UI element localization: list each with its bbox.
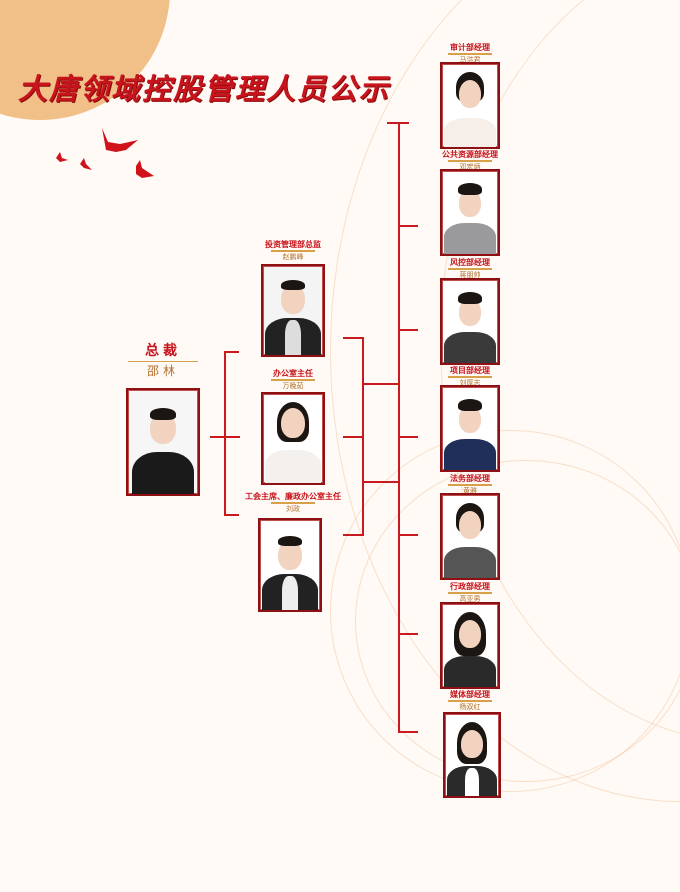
divider: [271, 250, 315, 252]
dept-role: 法务部经理: [450, 473, 490, 483]
middle-card-1: 办公室主任 万晚茹: [243, 368, 343, 391]
dept-role: 媒体部经理: [450, 689, 490, 699]
dept-name: 马洪君: [459, 56, 481, 64]
dept-card-3: 项目部经理 刘厚志: [420, 365, 520, 388]
dept-card-6: 媒体部经理 杨双红: [420, 689, 520, 712]
divider: [448, 376, 492, 378]
dept-photo-6: [443, 712, 501, 798]
flying-doves-icon: [56, 128, 154, 178]
page-title: 大唐领域控股管理人员公示: [18, 72, 391, 106]
divider: [448, 53, 492, 55]
divider: [448, 700, 492, 702]
dept-card-2: 风控部经理 蒋朋帅: [420, 257, 520, 280]
dept-photo-3: [440, 385, 500, 472]
president-role: 总裁: [145, 343, 181, 359]
middle-card-2: 工会主席、廉政办公室主任 刘政: [223, 491, 363, 514]
dept-card-5: 行政部经理 高亚男: [420, 581, 520, 604]
divider: [448, 484, 492, 486]
middle-name: 刘政: [286, 505, 300, 513]
middle-name: 万晚茹: [282, 382, 304, 390]
dept-card-0: 审计部经理 马洪君: [420, 42, 520, 65]
middle-photo-0: [261, 264, 325, 357]
dept-name: 杨双红: [459, 703, 481, 711]
divider: [271, 379, 315, 381]
president-card: 总裁 邵林: [127, 342, 199, 379]
middle-role: 办公室主任: [273, 368, 313, 378]
president-name: 邵林: [146, 364, 179, 378]
middle-card-0: 投资管理部总监 赵鹏峰: [243, 239, 343, 262]
middle-role: 工会主席、廉政办公室主任: [245, 491, 341, 501]
decorative-swirl: [330, 430, 680, 792]
dept-name: 蒋朋帅: [459, 271, 481, 279]
dept-role: 风控部经理: [450, 257, 490, 267]
divider: [448, 268, 492, 270]
dept-photo-1: [440, 169, 500, 256]
dept-photo-5: [440, 602, 500, 689]
middle-photo-2: [258, 518, 322, 612]
president-photo: [126, 388, 200, 496]
dept-name: 刘厚志: [459, 379, 481, 387]
divider: [271, 502, 315, 504]
decorative-swirl: [355, 460, 680, 782]
dept-name: 高亚男: [459, 595, 481, 603]
dept-name: 黄雅: [463, 487, 477, 495]
middle-name: 赵鹏峰: [282, 253, 304, 261]
dept-name: 邓宏炳: [459, 163, 481, 171]
dept-role: 审计部经理: [450, 42, 490, 52]
dept-photo-0: [440, 62, 500, 149]
divider: [128, 361, 198, 362]
dept-photo-2: [440, 278, 500, 365]
dept-card-1: 公共资源部经理 邓宏炳: [420, 149, 520, 172]
dept-card-4: 法务部经理 黄雅: [420, 473, 520, 496]
middle-photo-1: [261, 392, 325, 485]
dept-role: 行政部经理: [450, 581, 490, 591]
dept-role: 项目部经理: [450, 365, 490, 375]
divider: [448, 592, 492, 594]
middle-role: 投资管理部总监: [265, 239, 321, 249]
divider: [448, 160, 492, 162]
dept-photo-4: [440, 493, 500, 580]
dept-role: 公共资源部经理: [442, 149, 498, 159]
